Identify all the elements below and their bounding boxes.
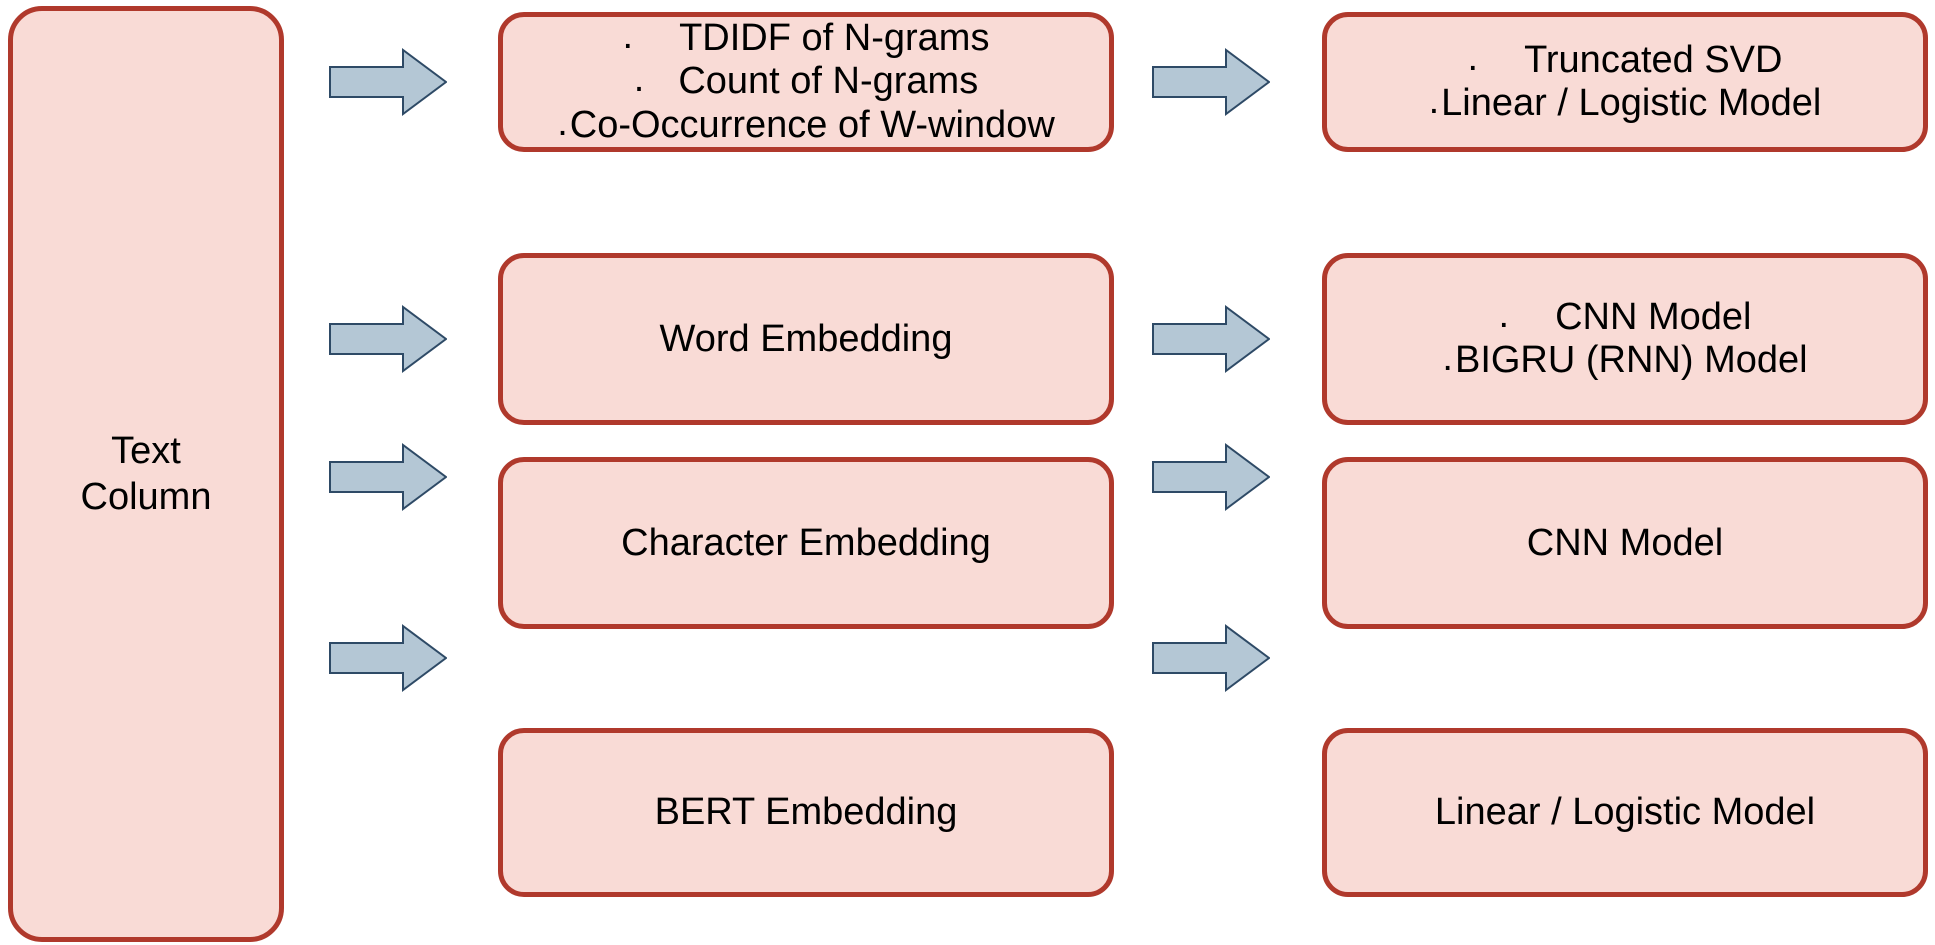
model-2-bullet-item-1: . CNN Model	[1499, 296, 1752, 339]
node-model-3[interactable]: CNN Model	[1322, 457, 1928, 629]
node-model-2[interactable]: . CNN Model . BIGRU (RNN) Model	[1322, 253, 1928, 425]
feature-2-line-1: Word Embedding	[659, 317, 953, 360]
model-2-line-1: CNN Model	[1555, 295, 1752, 338]
feature-4-line-1: BERT Embedding	[654, 791, 958, 834]
feature-1-line-3: Co-Occurrence of W-window	[569, 103, 1055, 146]
bullet-icon: .	[633, 58, 645, 101]
feature-1-line-1: TDIDF of N-grams	[679, 17, 990, 60]
arrow-feature-4-to-model-4	[1152, 624, 1270, 692]
model-1-bullet-item-2: . Linear / Logistic Model	[1429, 82, 1822, 125]
feature-1-bullet-item-1: . TDIDF of N-grams	[623, 17, 990, 60]
feature-1-bullet-item-2: . Count of N-grams	[634, 60, 978, 103]
bullet-icon: .	[1428, 80, 1440, 122]
model-1-bullet-list: . Truncated SVD . Linear / Logistic Mode…	[1327, 39, 1923, 126]
arrow-feature-3-to-model-3	[1152, 443, 1270, 511]
bullet-icon: .	[1498, 293, 1510, 336]
source-label-line-1: Text	[111, 429, 181, 472]
bullet-icon: .	[557, 101, 568, 144]
node-feature-1[interactable]: . TDIDF of N-grams . Count of N-grams . …	[498, 12, 1114, 152]
feature-1-bullet-item-3: . Co-Occurrence of W-window	[557, 104, 1055, 147]
node-model-1[interactable]: . Truncated SVD . Linear / Logistic Mode…	[1322, 12, 1928, 152]
arrow-feature-2-to-model-2	[1152, 305, 1270, 373]
model-2-line-2: BIGRU (RNN) Model	[1454, 339, 1808, 381]
node-model-4[interactable]: Linear / Logistic Model	[1322, 728, 1928, 897]
feature-1-bullet-list: . TDIDF of N-grams . Count of N-grams . …	[503, 17, 1109, 147]
source-label-line-2: Column	[80, 476, 212, 518]
arrow-source-to-feature-2	[329, 305, 447, 373]
model-1-line-2: Linear / Logistic Model	[1441, 82, 1822, 124]
model-1-bullet-item-1: . Truncated SVD	[1468, 39, 1783, 82]
model-2-bullet-list: . CNN Model . BIGRU (RNN) Model	[1327, 296, 1923, 383]
bullet-icon: .	[622, 15, 634, 58]
node-text-column[interactable]: Text Column	[8, 6, 284, 942]
bullet-icon: .	[1467, 36, 1479, 79]
arrow-feature-1-to-model-1	[1152, 48, 1270, 116]
model-2-bullet-item-2: . BIGRU (RNN) Model	[1442, 339, 1807, 382]
arrow-source-to-feature-3	[329, 443, 447, 511]
arrow-source-to-feature-4	[329, 624, 447, 692]
node-feature-4[interactable]: BERT Embedding	[498, 728, 1114, 897]
node-feature-2[interactable]: Word Embedding	[498, 253, 1114, 425]
feature-1-line-2: Count of N-grams	[678, 60, 979, 103]
bullet-icon: .	[1442, 337, 1453, 379]
model-1-line-1: Truncated SVD	[1524, 38, 1783, 81]
arrow-source-to-feature-1	[329, 48, 447, 116]
node-feature-3[interactable]: Character Embedding	[498, 457, 1114, 629]
model-4-line-1: Linear / Logistic Model	[1434, 791, 1816, 834]
feature-3-line-1: Character Embedding	[621, 521, 991, 564]
model-3-line-1: CNN Model	[1526, 521, 1724, 564]
